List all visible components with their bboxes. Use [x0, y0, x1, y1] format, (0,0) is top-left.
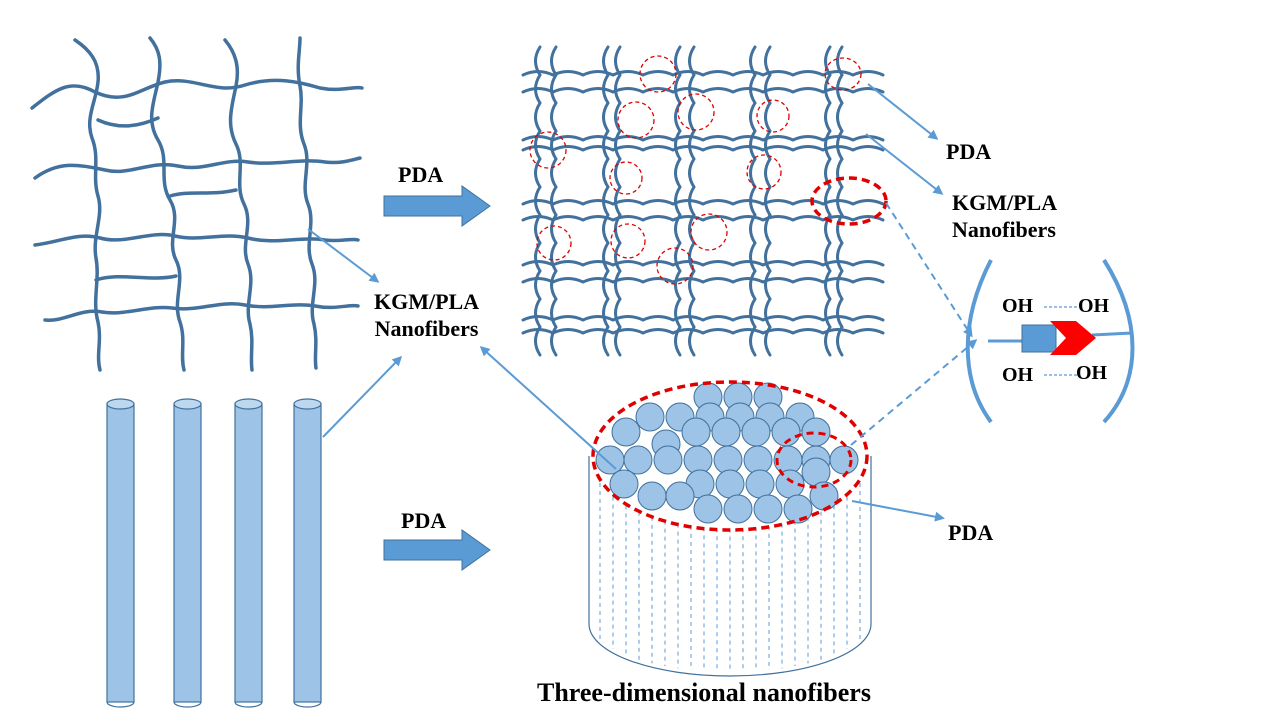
leader-arrows: [307, 83, 978, 522]
bond-detail: [965, 258, 1135, 424]
coated-fiber-network: [521, 45, 885, 357]
bond-highlight-bottom: [775, 431, 853, 489]
oh-label-top-left: OH: [1002, 295, 1034, 317]
pda-block-arrow-top: [383, 185, 491, 227]
oh-label-bottom-left: OH: [1002, 364, 1034, 386]
pda-label-top-right: PDA: [946, 139, 992, 164]
pda-label-bottom-arrow: PDA: [401, 508, 447, 533]
oh-label-top-right: OH: [1078, 295, 1110, 317]
pda-label-top-arrow: PDA: [398, 162, 444, 187]
kgm-label-right-line1: KGM/PLA: [952, 190, 1058, 215]
kgm-label-right: KGM/PLA Nanofibers: [952, 189, 1057, 243]
kgm-label-right-line2: Nanofibers: [952, 217, 1056, 242]
random-fiber-network: [30, 36, 364, 372]
kgm-label-center-line1: KGM/PLA: [374, 289, 480, 314]
pda-block-arrow-bottom: [383, 529, 491, 571]
kgm-label-center-line2: Nanofibers: [374, 316, 479, 341]
pda-dashed-circles: [529, 55, 862, 285]
pda-label-bottom-right: PDA: [948, 520, 994, 545]
cylinder-top-outline: [591, 380, 869, 532]
three-dimensional-cylinder: [588, 380, 872, 677]
bond-highlight-top: [810, 176, 888, 226]
aligned-rods: [106, 398, 322, 708]
oh-label-bottom-right: OH: [1076, 362, 1108, 384]
diagram-title: Three-dimensional nanofibers: [537, 678, 871, 707]
kgm-label-center: KGM/PLA Nanofibers: [374, 288, 479, 342]
